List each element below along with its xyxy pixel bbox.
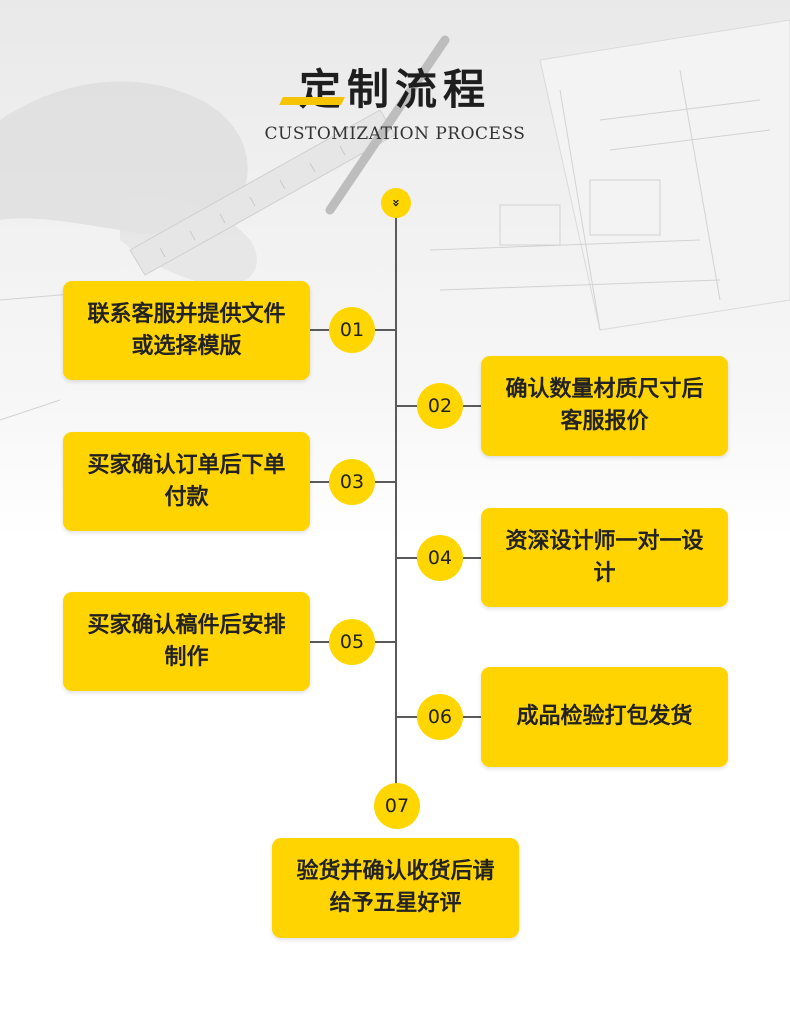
step-number-06: 06	[417, 694, 463, 740]
step-text: 买家确认订单后下单付款	[87, 452, 286, 510]
step-text: 资深设计师一对一设计	[505, 528, 704, 586]
step-number-07: 07	[374, 783, 420, 829]
step-text: 确认数量材质尺寸后客服报价	[505, 377, 704, 434]
title-accent-bar	[279, 97, 345, 105]
chevron-double-down-icon: »	[381, 188, 411, 218]
step-box-01: 联系客服并提供文件或选择模版	[63, 281, 310, 380]
timeline-line	[395, 214, 397, 788]
step-number-04: 04	[417, 535, 463, 581]
step-text: 验货并确认收货后请给予五星好评	[296, 859, 495, 916]
step-box-07: 验货并确认收货后请给予五星好评	[272, 838, 519, 938]
step-number-03: 03	[329, 459, 375, 505]
blueprint-decoration	[0, 19, 790, 421]
step-text: 联系客服并提供文件或选择模版	[87, 301, 286, 359]
step-number-02: 02	[417, 383, 463, 429]
step-box-04: 资深设计师一对一设计	[481, 508, 728, 607]
step-number-01: 01	[329, 307, 375, 353]
step-text: 买家确认稿件后安排制作	[87, 612, 286, 670]
page-title: 定制流程	[298, 65, 491, 114]
step-box-06: 成品检验打包发货	[481, 667, 728, 767]
step-number-05: 05	[329, 619, 375, 665]
step-box-02: 确认数量材质尺寸后客服报价	[481, 356, 728, 456]
step-box-05: 买家确认稿件后安排制作	[63, 592, 310, 691]
step-text: 成品检验打包发货	[516, 704, 693, 729]
page-subtitle: CUSTOMIZATION PROCESS	[264, 124, 526, 144]
step-box-03: 买家确认订单后下单付款	[63, 432, 310, 531]
